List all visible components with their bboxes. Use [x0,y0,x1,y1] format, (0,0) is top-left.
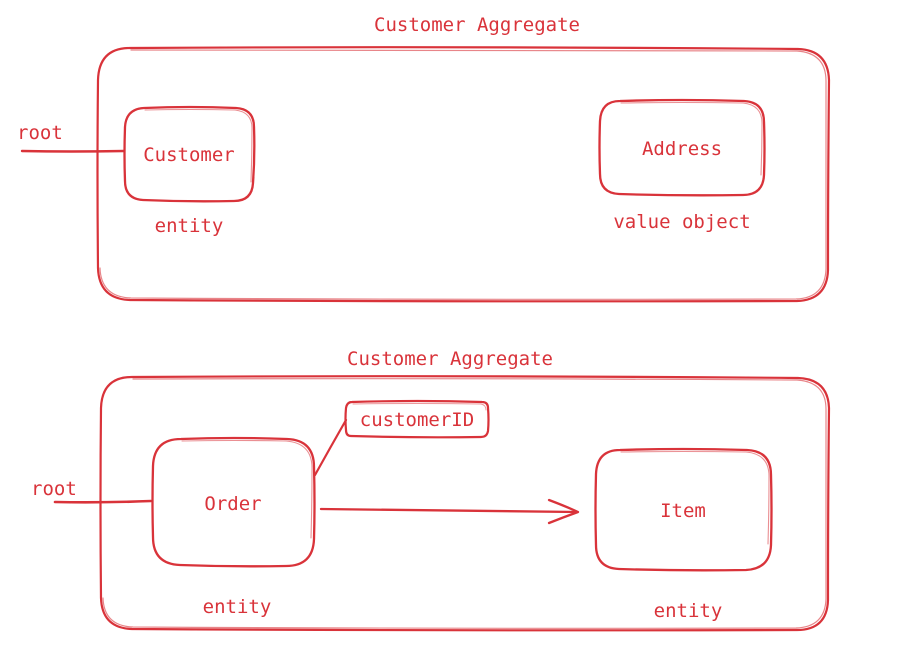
top-aggregate-boundary [96,46,831,303]
customer-box [123,105,256,203]
item-label: Item [660,500,706,522]
item-box [594,447,773,572]
top-root-label: root [17,122,63,144]
bottom-aggregate-boundary [99,375,831,632]
bottom-root-line [53,499,153,504]
bottom-root-pointer: root [31,478,153,504]
address-caption: value object [613,211,750,233]
customer-caption: entity [155,215,224,237]
item-caption: entity [654,600,723,622]
order-entity: Order entity [151,436,316,618]
customer-id-tag-box [344,399,490,439]
order-label: Order [204,493,261,515]
top-root-pointer: root [17,122,126,153]
order-to-item-arrow [319,498,580,525]
customer-id-reference: customerID [313,399,490,477]
customer-id-connector [313,418,348,477]
address-value-object: Address value object [598,98,766,233]
order-caption: entity [203,596,272,618]
customer-entity: Customer entity [123,105,256,237]
bottom-aggregate: Customer Aggregate root Order entity cus… [31,348,831,632]
arrow-head [547,498,580,525]
customer-id-label: customerID [360,409,474,431]
item-entity: Item entity [594,447,773,622]
address-box [598,98,766,197]
top-aggregate: Customer Aggregate root Customer entity … [17,14,831,303]
bottom-aggregate-title: Customer Aggregate [347,348,553,370]
top-root-line [20,149,126,153]
address-label: Address [642,138,722,160]
top-aggregate-title: Customer Aggregate [374,14,580,36]
order-box [151,436,316,568]
bottom-root-label: root [31,478,77,500]
customer-label: Customer [143,144,235,166]
arrow-shaft [319,507,579,514]
